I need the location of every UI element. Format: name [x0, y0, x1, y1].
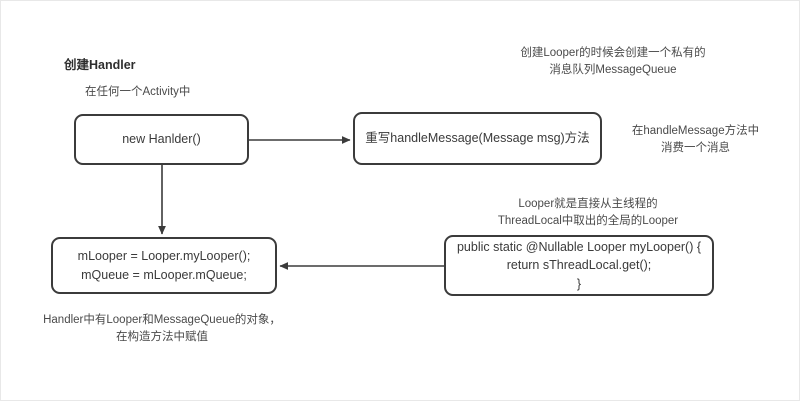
- note-handler-fields: Handler中有Looper和MessageQueue的对象， 在构造方法中赋…: [43, 314, 281, 343]
- note-looper-from-threadlocal: Looper就是直接从主线程的 ThreadLocal中取出的全局的Looper: [497, 198, 679, 227]
- note-handlemessage-consume: 在handleMessage方法中 消费一个消息: [631, 125, 760, 154]
- node-mylooper-code-snippet[interactable]: public static @Nullable Looper myLooper(…: [444, 235, 714, 296]
- note-looper-creates-messagequeue: 创建Looper的时候会创建一个私有的 消息队列MessageQueue: [520, 47, 706, 76]
- node-looper-queue-assignment[interactable]: mLooper = Looper.myLooper(); mQueue = mL…: [51, 237, 277, 294]
- node-new-handler[interactable]: new Hanlder(): [74, 114, 249, 165]
- node-handle-message[interactable]: 重写handleMessage(Message msg)方法: [353, 112, 602, 165]
- page-title: 创建Handler: [64, 58, 136, 72]
- note-in-activity: 在任何一个Activity中: [85, 86, 191, 98]
